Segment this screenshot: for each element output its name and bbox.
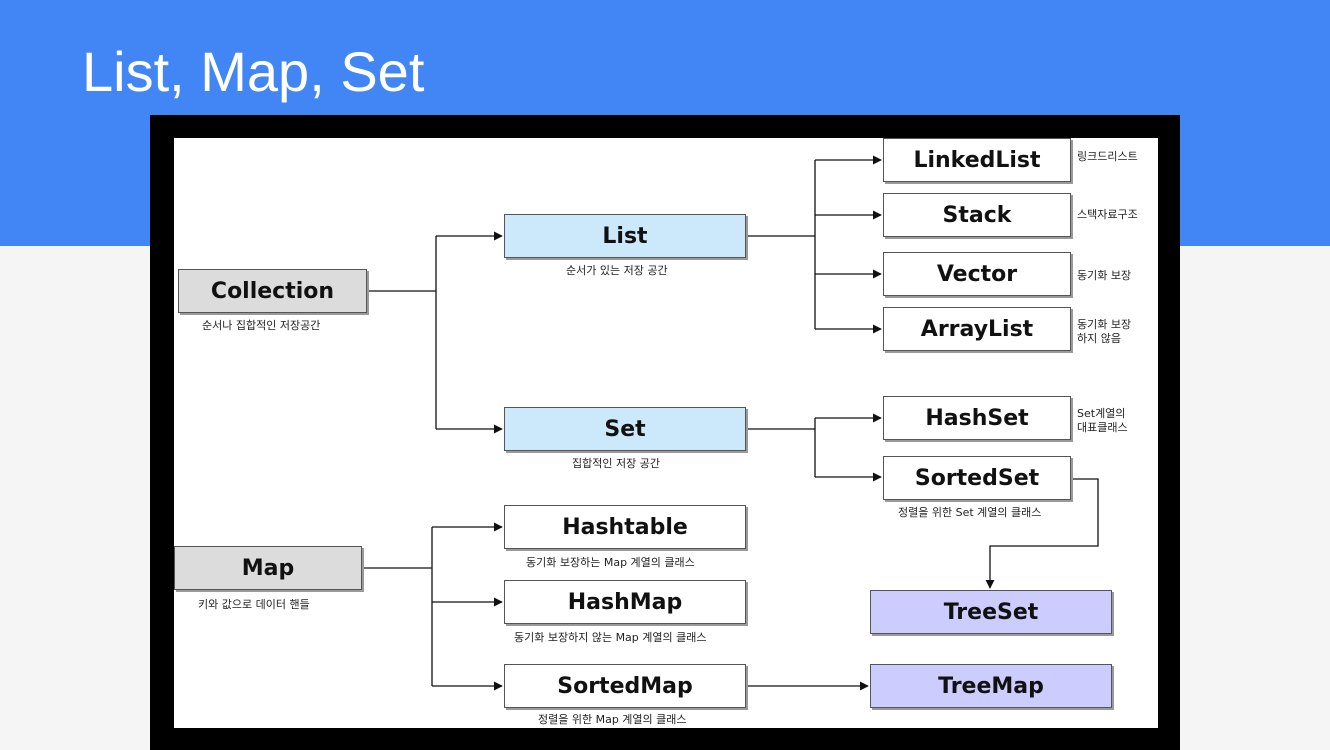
collection-node: Collection <box>178 269 367 313</box>
list-caption: 순서가 있는 저장 공간 <box>566 264 668 277</box>
treemap-label: TreeMap <box>938 673 1044 699</box>
map-label: Map <box>241 555 295 581</box>
hashset-label: HashSet <box>925 405 1029 431</box>
list-node: List <box>504 214 746 258</box>
stack-node: Stack <box>883 193 1071 237</box>
arraylist-note-line-2: 하지 않음 <box>1077 332 1121 345</box>
diagram-canvas: Collection 순서나 집합적인 저장공간 List 순서가 있는 저장 … <box>174 138 1158 728</box>
sortedmap-label: SortedMap <box>557 673 693 699</box>
vector-node: Vector <box>883 252 1071 296</box>
set-label: Set <box>604 416 646 442</box>
stack-note: 스택자료구조 <box>1077 208 1138 221</box>
set-caption: 집합적인 저장 공간 <box>572 457 660 470</box>
hashset-note-line-2: 대표클래스 <box>1077 421 1128 434</box>
vector-note: 동기화 보장 <box>1077 269 1132 282</box>
connector-lines <box>362 155 1099 691</box>
hashset-note: Set계열의 대표클래스 <box>1077 407 1128 435</box>
collection-caption: 순서나 집합적인 저장공간 <box>202 319 321 332</box>
hashset-note-line-1: Set계열의 <box>1077 407 1126 420</box>
sortedmap-node: SortedMap <box>504 664 746 708</box>
stack-label: Stack <box>942 202 1012 228</box>
list-label: List <box>602 223 648 249</box>
hashmap-caption: 동기화 보장하지 않는 Map 계열의 클래스 <box>514 631 707 644</box>
treeset-label: TreeSet <box>943 599 1039 625</box>
treeset-node: TreeSet <box>870 590 1112 634</box>
hashmap-label: HashMap <box>567 589 683 615</box>
sortedmap-caption: 정렬을 위한 Map 계열의 클래스 <box>538 713 687 726</box>
set-node: Set <box>504 407 746 451</box>
sortedset-node: SortedSet <box>883 456 1071 500</box>
map-caption: 키와 값으로 데이터 핸들 <box>198 598 310 611</box>
hashtable-label: Hashtable <box>562 514 688 540</box>
arraylist-label: ArrayList <box>920 316 1034 342</box>
hashtable-node: Hashtable <box>504 505 746 549</box>
linkedlist-label: LinkedList <box>913 147 1041 173</box>
vector-label: Vector <box>936 261 1018 287</box>
slide-title: List, Map, Set <box>82 40 425 103</box>
arraylist-note: 동기화 보장 하지 않음 <box>1077 318 1131 346</box>
hashset-node: HashSet <box>883 396 1071 440</box>
sortedset-label: SortedSet <box>914 465 1040 491</box>
linkedlist-node: LinkedList <box>883 138 1071 182</box>
hashtable-caption: 동기화 보장하는 Map 계열의 클래스 <box>526 556 695 569</box>
map-node: Map <box>174 546 362 590</box>
collection-label: Collection <box>210 278 335 304</box>
arraylist-node: ArrayList <box>883 307 1071 351</box>
treemap-node: TreeMap <box>870 664 1112 708</box>
arrow-to-treeset <box>985 478 1099 589</box>
sortedset-caption: 정렬을 위한 Set 계열의 클래스 <box>898 506 1042 519</box>
linkedlist-note: 링크드리스트 <box>1077 150 1138 163</box>
hashmap-node: HashMap <box>504 580 746 624</box>
arraylist-note-line-1: 동기화 보장 <box>1077 318 1132 331</box>
